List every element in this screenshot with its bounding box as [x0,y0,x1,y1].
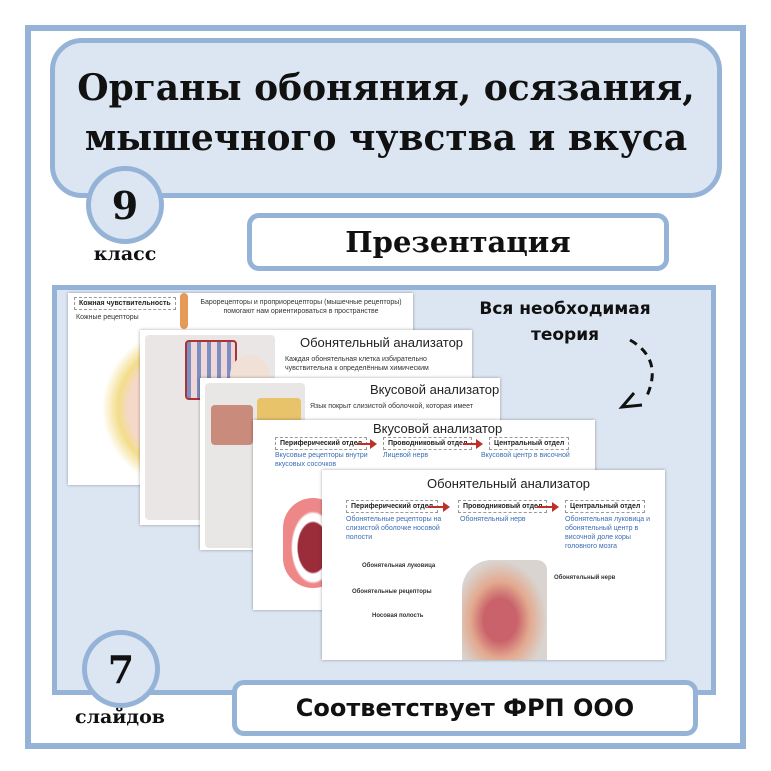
slide-item: Обонятельный нерв [460,516,526,523]
section-tag: Периферический отдел [275,437,368,450]
type-label: Презентация [247,213,669,271]
slide-item: Вкусовые рецепторы внутри вкусовых сосоч… [275,452,368,468]
diagram-label: Обонятельный нерв [554,575,616,581]
slide-title: Обонятельный анализатор [427,476,591,491]
arrow-icon [463,439,483,449]
section-tag: Проводниковый отдел [383,437,473,450]
diagram-label: Носовая полость [372,613,424,619]
slide-text: Кожные рецепторы [76,314,139,321]
slides-count-badge: 7 [82,630,160,708]
slide-title: Обонятельный анализатор [300,335,464,350]
slide-tag: Кожная чувствительность [74,297,176,310]
slides-count-label: слайдов [75,706,165,728]
vessel-illustration [180,293,188,329]
grade-badge: 9 [86,166,164,244]
slide-preview-5: Обонятельный анализатор Периферический о… [322,470,665,660]
slide-item: Лицевой нерв [383,452,429,459]
section-tag: Центральный отдел [489,437,570,450]
arrow-icon [357,439,377,449]
slide-text: Барорецепторы и проприорецепторы (мышечн… [200,299,402,315]
diagram-label: Обонятельная луковица [362,563,436,569]
slide-text: Язык покрыт слизистой оболочкой, которая… [310,403,474,410]
diagram-label: Обонятельные рецепторы [352,589,432,595]
slide-title: Вкусовой анализатор [373,421,503,436]
slide-item: Вкусовой центр в височной [481,452,570,459]
title-box: Органы обоняния, осязания,мышечного чувс… [50,38,722,198]
section-tag: Проводниковый отдел [458,500,548,513]
arrow-icon [428,502,450,512]
page-title: Органы обоняния, осязания,мышечного чувс… [77,67,695,159]
section-tag: Периферический отдел [346,500,439,513]
slide-item: Обонятельные рецепторы на слизистой обол… [346,516,442,541]
outer-frame [25,25,746,749]
grade-label: класс [93,243,157,265]
section-tag: Центральный отдел [565,500,646,513]
slide-text: Каждая обонятельная клетка избирательно … [285,356,429,372]
standard-label: Соответствует ФРП ООО [232,680,698,736]
slide-item: Обонятельная луковица и обонятельный цен… [565,516,651,550]
nose-illustration [462,560,547,660]
dashed-arrow-icon [618,338,654,409]
slide-title: Вкусовой анализатор [370,382,500,397]
arrow-icon [537,502,559,512]
